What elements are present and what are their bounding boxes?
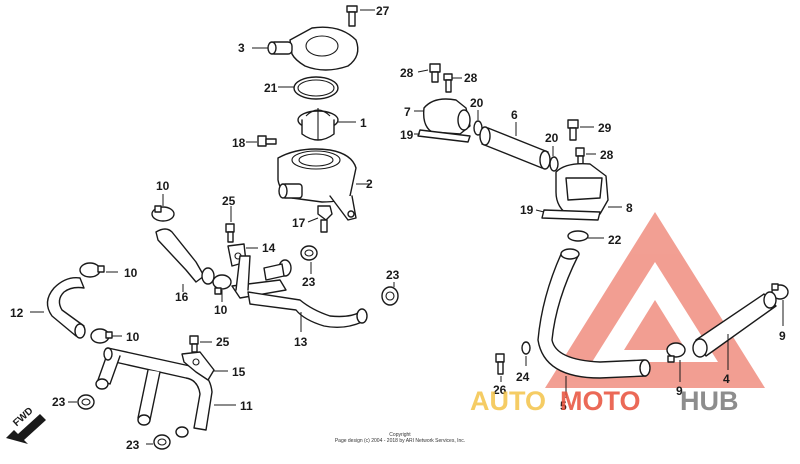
water-pipe-11[interactable] (95, 347, 236, 438)
callout-labels: 27 3 21 1 18 2 17 10 25 14 10 16 10 23 2… (10, 4, 786, 452)
clamp-9-upper[interactable] (771, 283, 789, 326)
o-ring-20-b[interactable] (549, 146, 559, 172)
joint-housing-7[interactable] (414, 98, 471, 135)
callout-27: 27 (376, 4, 390, 18)
copyright-text: Page design (c) 2004 - 2018 by ARI Netwo… (335, 438, 465, 444)
bolt-18[interactable] (246, 135, 277, 147)
callout-1: 1 (360, 116, 367, 130)
thermostat-housing-2[interactable] (277, 148, 370, 221)
callout-5: 5 (560, 399, 567, 413)
cap-23-left[interactable] (68, 394, 95, 410)
callout-12: 12 (10, 306, 24, 320)
hose-12[interactable] (30, 277, 86, 339)
bolt-25-upper[interactable] (225, 206, 235, 243)
callout-8: 8 (626, 201, 633, 215)
o-ring-22[interactable] (567, 230, 604, 242)
o-ring-21[interactable] (278, 76, 339, 100)
bracket-15[interactable] (181, 351, 228, 381)
bolt-28-a[interactable] (417, 63, 441, 83)
callout-4: 4 (723, 372, 730, 386)
callout-17: 17 (292, 216, 306, 230)
thermostat-cover-3[interactable] (252, 26, 359, 71)
callout-28-c: 28 (600, 148, 614, 162)
water-pipe-13[interactable] (231, 255, 368, 332)
watermark-text: AUTO MOTO HUB (470, 386, 739, 416)
callout-11: 11 (240, 399, 253, 413)
callout-23-top: 23 (302, 275, 316, 289)
callout-3: 3 (238, 41, 245, 55)
callout-25-lower: 25 (216, 335, 230, 349)
callout-13: 13 (294, 335, 308, 349)
callout-28-a: 28 (400, 66, 414, 80)
callout-21: 21 (264, 81, 278, 95)
bolt-26[interactable] (495, 353, 505, 382)
callout-20-b: 20 (545, 131, 559, 145)
callout-16: 16 (175, 290, 189, 304)
clamp-10-middle[interactable] (79, 262, 118, 278)
clamp-10-upper[interactable] (151, 194, 175, 222)
clamp-9-lower[interactable] (666, 342, 686, 382)
hose-16[interactable] (155, 228, 215, 292)
callout-14: 14 (262, 241, 276, 255)
callout-15: 15 (232, 365, 246, 379)
pipe-6[interactable] (479, 122, 551, 170)
bolt-28-b[interactable] (443, 73, 462, 93)
watermark-auto: AUTO (470, 386, 546, 416)
bolt-28-c[interactable] (575, 147, 596, 165)
clamp-10-right[interactable] (212, 274, 232, 302)
copyright-title: Copyright (389, 432, 411, 438)
callout-19-b: 19 (520, 203, 534, 217)
callout-19-a: 19 (400, 128, 414, 142)
callout-23-right: 23 (386, 268, 400, 282)
callout-22: 22 (608, 233, 622, 247)
callout-7: 7 (404, 105, 411, 119)
callout-10-right: 10 (214, 303, 228, 317)
callout-6: 6 (511, 108, 518, 122)
washer-24[interactable] (521, 341, 531, 366)
callout-10-upper: 10 (156, 179, 170, 193)
callout-23-left: 23 (52, 395, 66, 409)
bolt-25-lower[interactable] (189, 335, 212, 353)
callout-10-middle: 10 (124, 266, 138, 280)
sensor-17[interactable] (307, 205, 333, 233)
gasket-19-b[interactable] (535, 209, 601, 221)
callout-25-upper: 25 (222, 194, 236, 208)
thermostat-1[interactable] (297, 108, 356, 141)
callout-28-b: 28 (464, 71, 478, 85)
callout-9-upper: 9 (779, 329, 786, 343)
callout-20-a: 20 (470, 96, 484, 110)
callout-10-lower: 10 (126, 330, 140, 344)
cap-23-bottom[interactable] (146, 434, 171, 450)
cap-23-right[interactable] (381, 282, 399, 306)
bolt-27[interactable] (346, 5, 375, 27)
watermark-moto: MOTO (560, 386, 641, 416)
watermark-hub: HUB (680, 386, 739, 416)
forward-arrow-icon (6, 414, 46, 444)
gasket-19-a[interactable] (414, 129, 471, 143)
callout-2: 2 (366, 177, 373, 191)
callout-29: 29 (598, 121, 612, 135)
callout-9-lower: 9 (676, 384, 683, 398)
cap-23-top[interactable] (300, 245, 318, 274)
joint-housing-8[interactable] (555, 162, 622, 217)
hose-4[interactable] (692, 291, 777, 370)
bolt-29[interactable] (567, 119, 594, 141)
callout-18: 18 (232, 136, 246, 150)
clamp-10-lower[interactable] (90, 328, 122, 344)
callout-23-bottom: 23 (126, 438, 140, 452)
callout-24: 24 (516, 370, 530, 384)
hose-5[interactable] (537, 248, 651, 398)
callout-26: 26 (493, 383, 507, 397)
